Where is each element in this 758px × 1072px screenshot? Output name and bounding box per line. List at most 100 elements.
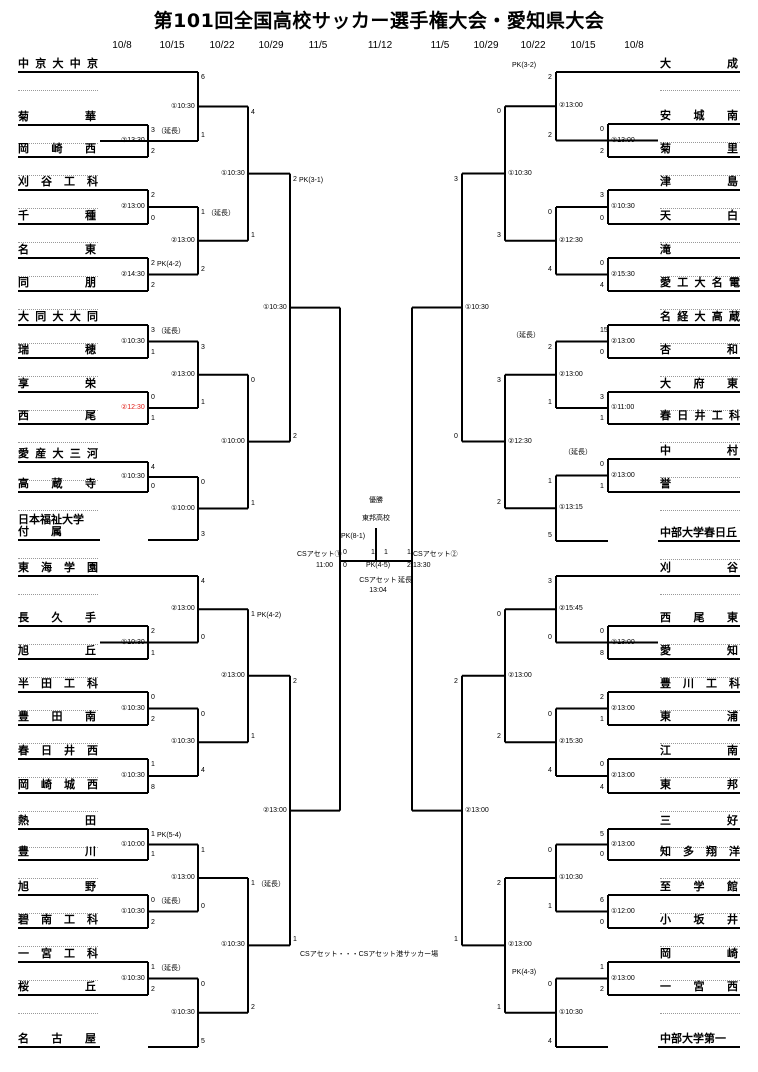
row-separator — [18, 811, 98, 812]
score: 1 — [600, 483, 604, 490]
team-name-char: 東 — [85, 243, 96, 256]
team-name: 熱田 — [18, 814, 96, 827]
score: 1 — [251, 733, 255, 741]
score: 1 — [201, 399, 205, 406]
score: 0 — [600, 919, 604, 926]
team-name-char: 古 — [51, 1032, 63, 1045]
score: 2 — [293, 677, 297, 685]
row-separator — [18, 143, 98, 144]
team-name: 大同大大同 — [18, 310, 98, 323]
score: 2 — [151, 282, 155, 289]
match-time: ②13:00 — [611, 136, 635, 144]
match-time: ②15:30 — [559, 738, 583, 746]
score: 3 — [201, 343, 205, 351]
final-score: 1 — [384, 549, 388, 556]
score: 2 — [251, 1003, 255, 1011]
score: 0 — [151, 483, 155, 490]
team-name-char: 菊 — [18, 110, 29, 123]
team-name: 東邦 — [660, 778, 738, 791]
row-separator — [18, 510, 98, 511]
team-name: 享栄 — [18, 377, 96, 390]
score: 2 — [201, 265, 205, 273]
match-time: ①10:00 — [221, 437, 245, 445]
score: 0 — [201, 902, 205, 910]
score: 2 — [454, 677, 458, 685]
row-separator — [18, 847, 98, 848]
team-name-char: 科 — [729, 409, 740, 422]
row-separator — [660, 276, 740, 277]
match-note: （延長） — [257, 881, 285, 888]
team-name-char: 同 — [35, 310, 47, 323]
score: 3 — [454, 175, 458, 183]
team-name-char: 東 — [18, 561, 29, 574]
match-time: ②13:00 — [171, 605, 195, 613]
team-name: 豊川 — [18, 845, 96, 858]
team-name-char: 南 — [41, 913, 52, 926]
team-name: 中京大中京 — [18, 57, 98, 70]
final-score: 1 — [371, 549, 375, 556]
score: 0 — [548, 980, 552, 988]
left-semi-score: 0 — [343, 562, 347, 569]
team-name-char: 産 — [35, 447, 47, 460]
team-name-char: 京 — [35, 57, 47, 70]
match-time: ②13:00 — [559, 370, 583, 378]
match-note: （延長） — [157, 898, 185, 905]
team-name-char: 里 — [727, 142, 738, 155]
team-name-char: 一 — [18, 947, 29, 960]
row-separator — [660, 309, 740, 310]
team-name-char: 川 — [683, 677, 694, 690]
score: 3 — [497, 376, 501, 384]
match-time: ①10:30 — [121, 337, 145, 345]
team-name: 西尾東 — [660, 611, 738, 624]
score: 3 — [497, 231, 501, 239]
team-name: 安城南 — [660, 109, 738, 122]
team-name: 豊川工科 — [660, 677, 740, 690]
row-separator — [660, 442, 740, 443]
team-name-char: 南 — [727, 744, 738, 757]
team-name: 東海学園 — [18, 561, 98, 574]
team-name-char: 西 — [727, 980, 738, 993]
row-separator — [18, 644, 98, 645]
winner-name: 東邦高校 — [362, 515, 390, 522]
team-name: 大成 — [660, 57, 738, 70]
team-name: 刈谷工科 — [18, 175, 98, 188]
team-name-char: 栄 — [85, 377, 96, 390]
match-time: ①10:30 — [221, 169, 245, 177]
row-separator — [660, 410, 740, 411]
match-time: ②13:00 — [465, 806, 489, 814]
match-time: ②13:00 — [611, 471, 635, 479]
date-label: 10/8 — [624, 40, 644, 51]
row-separator — [660, 477, 740, 478]
score: 0 — [548, 633, 552, 641]
score: 1 — [548, 477, 552, 485]
team-name-char: 科 — [87, 913, 98, 926]
team-name-char: 東 — [660, 710, 671, 723]
team-name: 中部大学春日丘 — [660, 526, 737, 539]
score: 1 — [600, 415, 604, 422]
score: 3 — [600, 192, 604, 199]
team-name-char: 東 — [660, 778, 671, 791]
match-note: （延長） — [207, 210, 235, 217]
final-extra-time: 延長 — [398, 577, 412, 584]
match-time: ①12:00 — [611, 907, 635, 915]
team-name-char: 知 — [660, 845, 671, 858]
team-name-char: 崎 — [41, 778, 52, 791]
score: 0 — [548, 846, 552, 854]
score: 2 — [293, 432, 297, 440]
row-separator — [660, 242, 740, 243]
team-name-char: 大 — [18, 310, 29, 323]
team-name: 愛知 — [660, 644, 738, 657]
team-name-char: 海 — [41, 561, 52, 574]
row-separator — [660, 811, 740, 812]
score: 2 — [151, 628, 155, 635]
score: 0 — [600, 126, 604, 133]
score: 1 — [454, 936, 458, 944]
team-name: 日本福祉大学付 属 — [18, 514, 98, 538]
match-note: （延長） — [157, 965, 185, 972]
date-label: 10/29 — [258, 40, 284, 51]
match-note: PK(4-3) — [512, 968, 537, 976]
team-name-char: 河 — [87, 447, 98, 460]
score: 0 — [600, 349, 604, 356]
match-time: ②13:00 — [559, 102, 583, 110]
team-name: 名古屋 — [18, 1032, 96, 1045]
